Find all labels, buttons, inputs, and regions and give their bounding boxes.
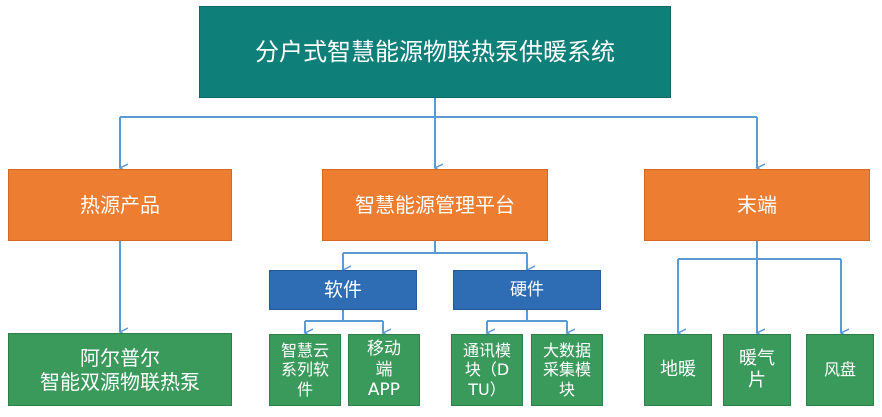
hardware-node: 硬件 xyxy=(453,270,601,310)
radiator-label: 暖气 片 xyxy=(739,348,775,391)
platform-node: 智慧能源管理平台 xyxy=(322,169,548,241)
floor-heating-label: 地暖 xyxy=(660,359,696,381)
floor-heating-node: 地暖 xyxy=(644,334,712,406)
platform-label: 智慧能源管理平台 xyxy=(355,193,515,217)
cloud-software-node: 智慧云 系列软 件 xyxy=(269,334,341,406)
mobile-app-label: 移动 端 APP xyxy=(367,339,401,401)
mobile-app-node: 移动 端 APP xyxy=(348,334,420,406)
terminal-label: 末端 xyxy=(737,193,777,217)
cloud-software-label: 智慧云 系列软 件 xyxy=(280,341,329,399)
root-node: 分户式智慧能源物联热泵供暖系统 xyxy=(199,6,671,98)
fan-coil-node: 风盘 xyxy=(806,334,874,406)
data-collection-module-label: 大数据 采集模 块 xyxy=(542,341,591,399)
heat-source-node: 热源产品 xyxy=(8,169,232,241)
dtu-module-label: 通讯模 块（D TU） xyxy=(462,341,511,399)
fan-coil-label: 风盘 xyxy=(823,360,856,380)
heat-pump-label: 阿尔普尔 智能双源物联热泵 xyxy=(40,345,200,394)
terminal-node: 末端 xyxy=(644,169,870,241)
root-label: 分户式智慧能源物联热泵供暖系统 xyxy=(255,37,615,66)
software-node: 软件 xyxy=(269,270,417,310)
heat-pump-node: 阿尔普尔 智能双源物联热泵 xyxy=(8,333,232,406)
hardware-label: 硬件 xyxy=(510,279,544,300)
data-collection-module-node: 大数据 采集模 块 xyxy=(531,334,603,406)
dtu-module-node: 通讯模 块（D TU） xyxy=(451,334,523,406)
software-label: 软件 xyxy=(323,278,362,301)
heat-source-label: 热源产品 xyxy=(80,193,160,217)
radiator-node: 暖气 片 xyxy=(723,334,791,406)
